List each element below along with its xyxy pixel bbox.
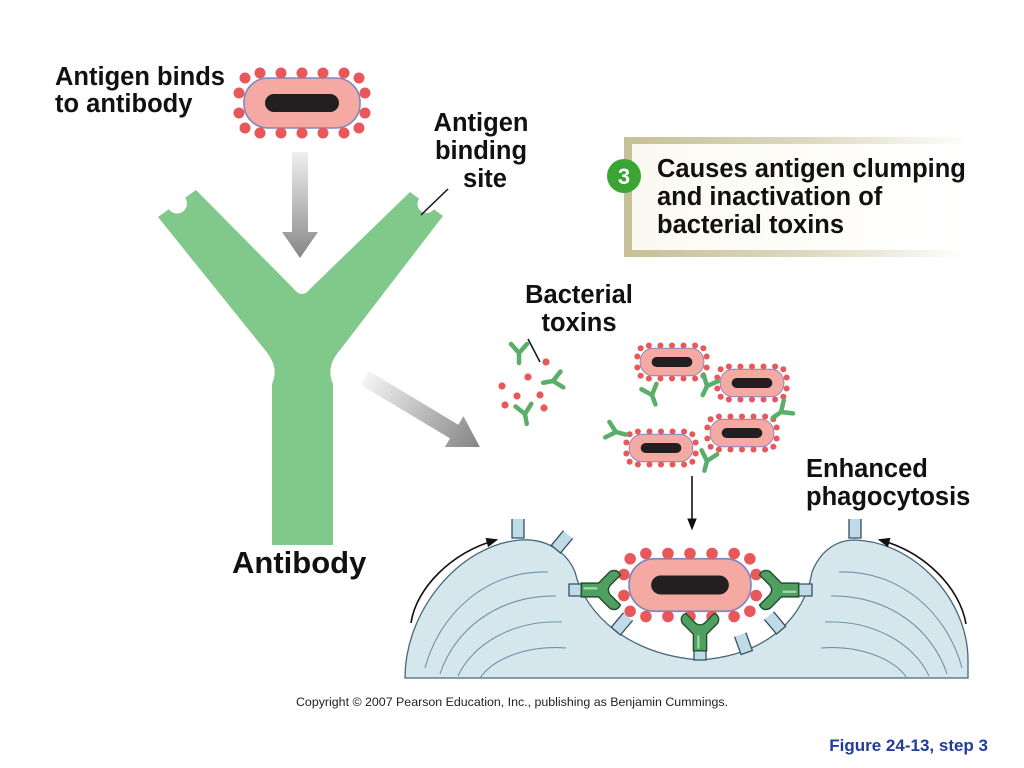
antibody-label: Antibody (232, 545, 367, 580)
antigen-bacterium-top (232, 66, 372, 140)
membrane-fold-line (838, 571, 963, 669)
antibody-y-shape (158, 190, 443, 545)
toxin-particle (513, 392, 521, 400)
clumped-bacterium (622, 428, 700, 468)
free-antibody (516, 404, 535, 425)
binding-site-label-line3: site (463, 165, 507, 193)
free-antibody (697, 450, 717, 472)
membrane-fold-line (479, 647, 567, 679)
step-number-badge (607, 159, 641, 193)
bacteria-clump (605, 342, 793, 472)
toxin-particle (536, 391, 544, 399)
toxin-particle (498, 382, 506, 390)
clumped-bacterium (703, 413, 781, 453)
phagocytosis-label-line1: Enhanced (806, 455, 928, 483)
antigen-binds-label-line2: to antibody (55, 90, 193, 118)
phagocyte-membrane-folds (424, 571, 963, 679)
membrane-fold-line (830, 595, 948, 675)
fc-receptor (848, 518, 862, 539)
step-text-line2: and inactivation of (657, 183, 883, 211)
toxin-particles (498, 358, 550, 412)
toxin-particle (501, 401, 509, 409)
engulf-arrow-right (877, 537, 967, 625)
copyright-notice: Copyright © 2007 Pearson Education, Inc.… (296, 695, 728, 709)
toxins-label-line2: toxins (541, 309, 616, 337)
binding-site-label-line1: Antigen (434, 109, 529, 137)
free-antibody (641, 384, 663, 407)
free-antibody (605, 422, 627, 442)
step-text-line1: Causes antigen clumping (657, 155, 966, 183)
phagocytosis-label-line2: phagocytosis (806, 483, 970, 511)
clumped-bacterium (713, 363, 791, 403)
free-antibody (542, 372, 563, 391)
antigen-binds-label-line1: Antigen binds (55, 63, 225, 91)
bound-antibody-right (758, 569, 800, 611)
free-antibody (511, 344, 527, 363)
engulf-arrow-left (410, 537, 499, 624)
phagocyte (404, 518, 969, 679)
step-text-line3: bacterial toxins (657, 211, 844, 239)
membrane-fold-line (824, 621, 930, 677)
toxins-pointer (527, 338, 541, 363)
bound-antibody-bottom (680, 612, 720, 652)
step-number: 3 (618, 164, 630, 189)
step-box-panel (632, 144, 970, 250)
process-diagonal-arrow-shape (360, 371, 480, 448)
binding-site-pointer (420, 188, 449, 216)
binding-down-arrow (282, 152, 318, 258)
binding-site-label-line2: binding (435, 137, 527, 165)
toxins-label-line1: Bacterial (525, 281, 633, 309)
membrane-fold-line (820, 647, 908, 679)
membrane-fold-line (439, 595, 557, 675)
toxin-particle (540, 404, 548, 412)
process-diagonal-arrow (360, 371, 480, 448)
membrane-fold-line (457, 621, 563, 677)
clumped-bacterium (633, 342, 711, 382)
fc-receptor (511, 518, 525, 539)
membrane-fold-line (424, 571, 549, 669)
figure-caption-text: Figure 24-13, step 3 (829, 736, 988, 755)
engulfed-bacterium (617, 546, 763, 624)
toxin-neutralization-group (498, 344, 563, 425)
toxin-particle (542, 358, 550, 366)
fc-receptor (733, 631, 754, 656)
step-box: 3 Causes antigen clumping and inactivati… (607, 137, 970, 257)
toxin-particle (524, 373, 532, 381)
